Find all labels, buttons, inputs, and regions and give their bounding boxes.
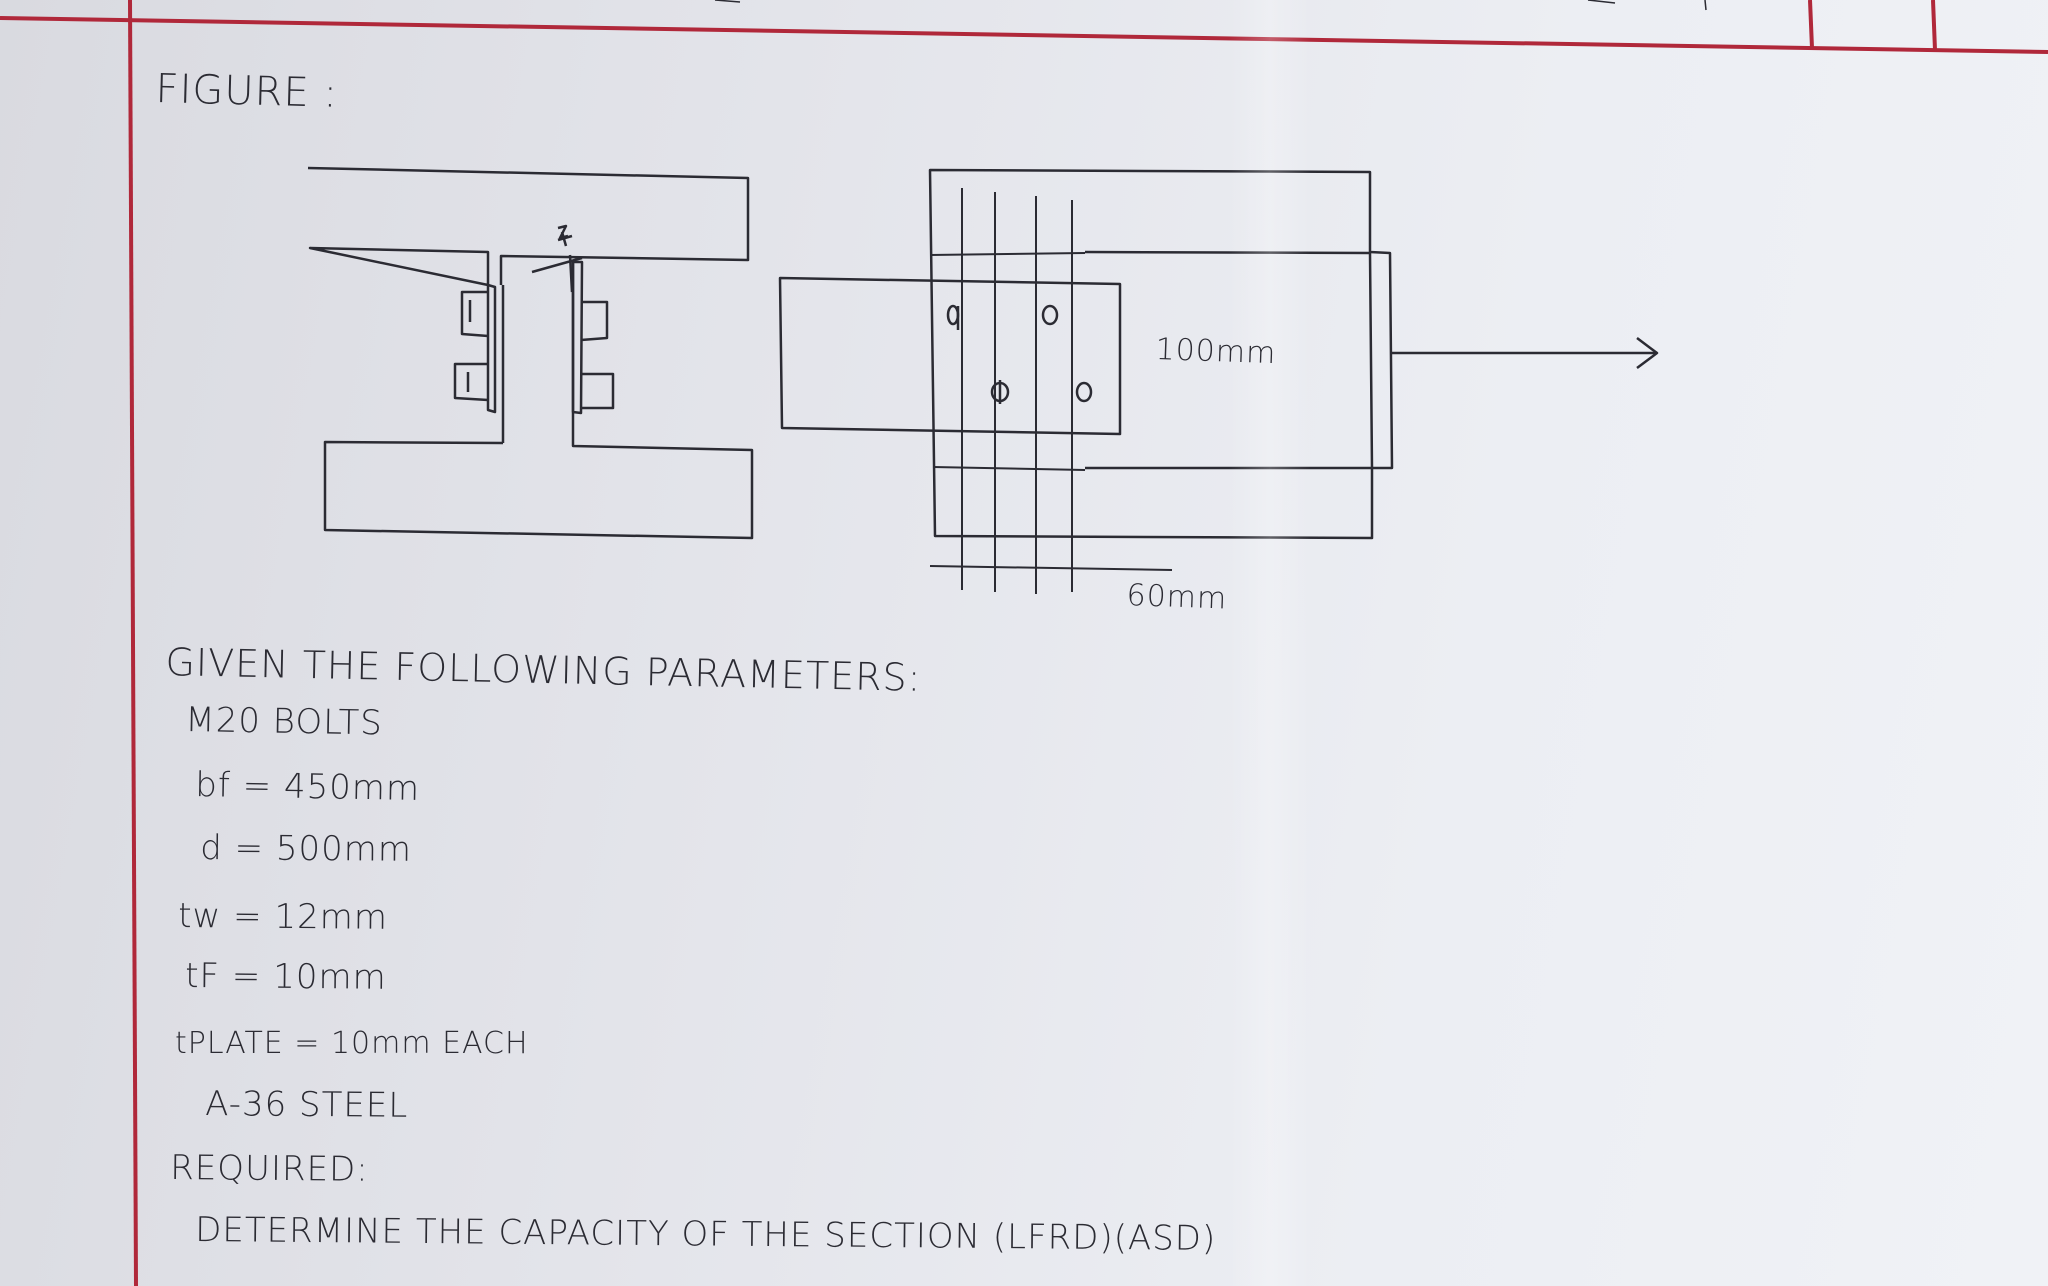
header-divider-2 <box>1931 0 1937 51</box>
outer-plate-top <box>928 168 1394 540</box>
left-bolt-head-bottom <box>453 362 489 402</box>
param-flange-width: bf = 450mm <box>195 765 421 809</box>
top-flange <box>307 166 750 287</box>
right-splice-plate <box>571 260 584 415</box>
edge-distance-label: 60mm <box>1126 578 1228 617</box>
right-bolt-head-bottom <box>581 372 615 410</box>
param-depth: d = 500mm <box>200 828 413 870</box>
right-bolt-head-top <box>580 300 609 342</box>
param-plate-thickness: tPLATE = 10mm EACH <box>175 1026 529 1061</box>
main-plate <box>778 276 1122 436</box>
bolt-hole-2 <box>1041 304 1059 326</box>
bolt-hole-1 <box>946 304 960 326</box>
vertical-margin-line <box>128 0 138 1286</box>
outer-plate-inner-edge <box>1084 250 1374 470</box>
header-divider-1 <box>1808 0 1814 49</box>
i-beam-cross-section <box>307 166 754 540</box>
pull-arrow-head <box>1636 337 1659 369</box>
param-web-thickness: tw = 12mm <box>178 896 389 938</box>
required-heading: REQUIRED: <box>170 1148 369 1190</box>
bolt-hole-4 <box>1075 381 1093 403</box>
width-dimension-label: 100mm <box>1155 332 1277 372</box>
param-bolts: M20 BOLTS <box>185 700 384 744</box>
param-flange-thickness: tF = 10mm <box>185 956 387 998</box>
lap-joint-plan-view <box>778 168 1659 594</box>
param-steel-grade: A-36 STEEL <box>205 1084 409 1126</box>
figure-heading: FIGURE : <box>155 66 339 117</box>
gauge-lines <box>929 188 1173 594</box>
bolt-holes <box>946 304 1093 404</box>
left-splice-plate <box>486 283 497 414</box>
centroid-marker <box>531 231 583 293</box>
bottom-flange <box>323 300 754 540</box>
left-bolt-head-top <box>460 290 489 338</box>
top-border-line <box>0 16 2048 54</box>
